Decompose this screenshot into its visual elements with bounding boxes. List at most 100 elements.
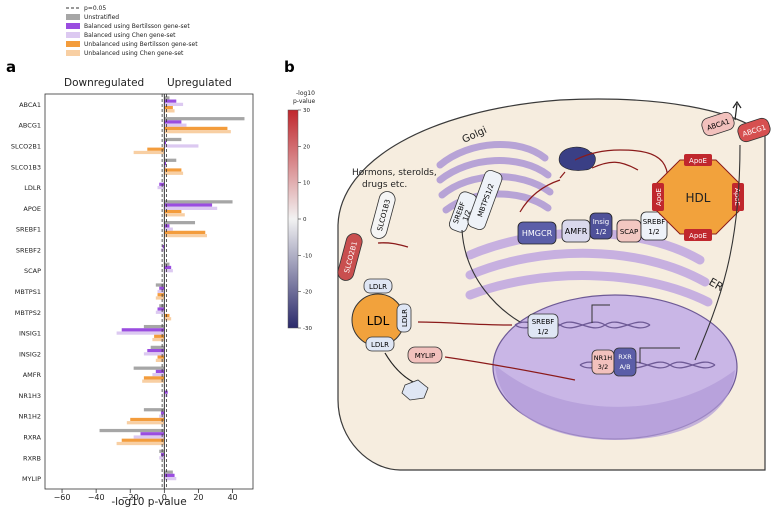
mylip-label: MYLIP	[415, 352, 436, 360]
slco1b3-transporter: SLCO1B3	[370, 191, 396, 239]
svg-text:ApoE: ApoE	[689, 232, 707, 240]
bar	[159, 456, 165, 460]
gene-label: AMFR	[23, 371, 42, 379]
colorbar-tick-label: 0	[303, 217, 307, 223]
header-upregulated: Upregulated	[167, 77, 232, 89]
svg-text:LDLR: LDLR	[371, 341, 389, 349]
hormones-label-line2: drugs etc.	[362, 180, 407, 190]
gene-label: ABCG1	[18, 122, 41, 130]
scap-label: SCAP	[620, 228, 638, 236]
colorbar-tick-label: 10	[303, 181, 310, 187]
bar	[164, 137, 182, 142]
bar	[164, 117, 245, 121]
hormone-influx-arrow	[377, 242, 409, 248]
bar	[164, 476, 177, 481]
colorbar-tick-label: 30	[303, 108, 310, 114]
gene-label: MBTPS1	[15, 288, 41, 296]
bar	[164, 233, 207, 238]
bar	[157, 307, 165, 311]
legend-swatch	[66, 23, 80, 29]
colorbar-tick-label: 20	[303, 144, 310, 150]
gene-label: LDLR	[24, 184, 41, 192]
bar	[164, 130, 231, 134]
legend-swatch	[66, 32, 80, 38]
bar	[164, 227, 173, 231]
gene-label: INSIG2	[19, 350, 41, 358]
bar	[164, 96, 170, 100]
colorbar-tick-label: -10	[303, 253, 312, 259]
insig-label: Insig	[593, 218, 610, 226]
bar	[160, 452, 165, 457]
insig-sub-label: 1/2	[595, 228, 606, 236]
bar	[154, 334, 165, 338]
bar	[157, 293, 165, 297]
bar	[143, 376, 165, 380]
srebf-golgi-node: SREBF 1/2	[448, 191, 478, 233]
srebf-dna-label: SREBF	[532, 318, 555, 326]
bar	[157, 289, 165, 294]
bar	[133, 435, 165, 439]
legend-swatch	[66, 14, 80, 20]
bar	[155, 369, 165, 374]
transcription-arrow-lower	[639, 347, 680, 363]
abca1-transporter: ABCA1	[701, 111, 735, 137]
abcg1-transporter: ABCG1	[737, 117, 771, 143]
legend-label-threshold: p=0.05	[84, 5, 106, 12]
mylip-node	[407, 346, 443, 364]
bar	[164, 473, 175, 477]
bar	[150, 345, 165, 350]
nr1h-sub-label: 3/2	[598, 363, 608, 371]
bar	[164, 203, 213, 207]
hormones-label-line1: Hormons, sterolds,	[352, 168, 437, 178]
panel-a-label: a	[6, 58, 16, 76]
bar	[164, 141, 167, 145]
bar	[164, 168, 182, 172]
bar	[164, 99, 177, 103]
bar	[116, 441, 165, 446]
x-tick-label: −40	[88, 493, 105, 502]
svg-text:LDLR: LDLR	[369, 283, 387, 291]
bar	[155, 296, 165, 300]
header-downregulated: Downregulated	[64, 77, 144, 89]
gene-label: SREBF1	[16, 226, 41, 234]
bar	[164, 221, 196, 225]
mylip-expression-arrow	[444, 356, 576, 381]
gene-label: APOE	[23, 205, 41, 213]
rxr-label: RXR	[618, 353, 632, 361]
bar	[143, 324, 165, 329]
ldlr-degradation-arrow	[384, 352, 416, 384]
bar	[133, 366, 165, 370]
svg-text:1/2: 1/2	[461, 209, 472, 222]
gene-label: MYLIP	[22, 475, 41, 483]
bar	[164, 123, 187, 127]
amfr-label: AMFR	[565, 227, 588, 236]
bar	[164, 470, 173, 474]
bar	[99, 428, 165, 433]
bar	[121, 438, 165, 442]
panel-b-label: b	[284, 58, 295, 76]
legend-label: Balanced using Chen gene-set	[84, 32, 176, 39]
bar	[143, 352, 165, 356]
bar	[164, 109, 175, 113]
gene-label: SREBF2	[16, 246, 41, 254]
x-tick-label: 40	[227, 493, 237, 502]
degradation-arrow	[559, 161, 639, 179]
bar	[164, 200, 233, 204]
bar	[164, 209, 182, 214]
colorbar-tick-label: -30	[303, 326, 312, 332]
ldlr-receptors: LDLR LDLR LDLR	[363, 278, 412, 352]
bar	[133, 150, 165, 155]
x-tick-label: −60	[54, 493, 71, 502]
gene-label: NR1H3	[18, 392, 41, 400]
rxr-node	[613, 347, 637, 377]
bar	[164, 393, 168, 398]
bar	[152, 337, 165, 342]
svg-text:ApoE: ApoE	[655, 188, 663, 206]
plot-area	[44, 93, 254, 490]
gene-label: ABCA1	[19, 101, 41, 109]
bar	[164, 317, 172, 321]
gene-label: SCAP	[24, 267, 41, 275]
rxr-sub-label: A/B	[619, 363, 630, 371]
x-tick-label: 20	[193, 493, 203, 502]
colorbar-gradient	[287, 109, 299, 329]
